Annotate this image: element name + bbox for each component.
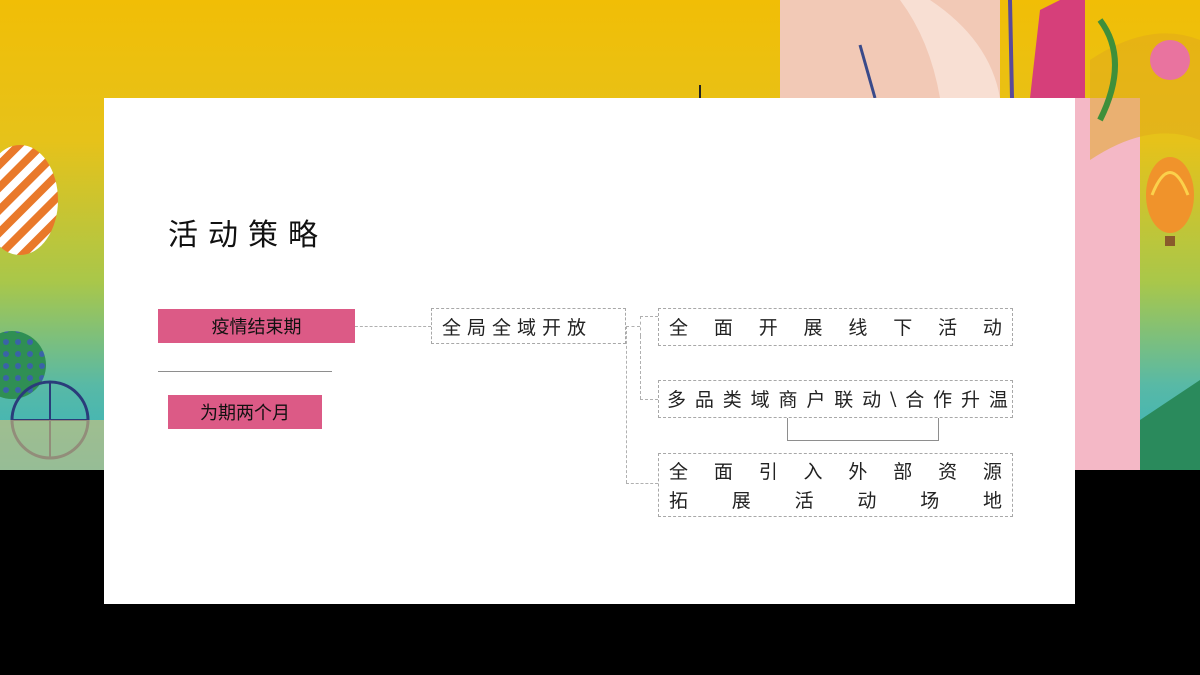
branch-3-char: 展 <box>731 490 751 512</box>
connector-root-out <box>626 326 640 327</box>
branch-node-1: 全 面 开 展 线 下 活 动 <box>658 308 1013 346</box>
branch-1-char: 开 <box>758 317 778 339</box>
branch-2-char: 升 <box>961 389 981 411</box>
branch-2-char: 品 <box>694 389 714 411</box>
branch-1-char: 线 <box>848 317 868 339</box>
branch-3-char: 活 <box>794 490 814 512</box>
root-node-text: 全局全域开放 <box>442 316 593 339</box>
duration-label-text: 为期两个月 <box>200 403 290 424</box>
duration-label: 为期两个月 <box>168 395 322 429</box>
branch-2-char: 动 <box>862 389 882 411</box>
branch-3-char: 入 <box>803 461 823 483</box>
branch-3-char: 外 <box>848 461 868 483</box>
phase-label-text: 疫情结束期 <box>211 317 302 338</box>
branch-1-char: 面 <box>713 317 733 339</box>
branch-2-char: \ <box>890 387 897 410</box>
connector-branch-1 <box>640 316 658 317</box>
branch-3-char: 场 <box>920 490 940 512</box>
connector-trunk-1 <box>640 316 641 336</box>
slide-title: 活动策略 <box>168 218 328 253</box>
branch-2-char: 温 <box>988 389 1008 411</box>
branch-3-char: 部 <box>893 461 913 483</box>
slide-canvas: 活动策略 疫情结束期 为期两个月 全局全域开放 全 面 开 展 线 下 活 动 … <box>104 98 1075 604</box>
branch-2-char: 类 <box>722 389 742 411</box>
branch-3-char: 面 <box>713 461 733 483</box>
divider-line <box>158 371 332 372</box>
root-node: 全局全域开放 <box>431 308 626 344</box>
branch-2-char: 合 <box>905 389 925 411</box>
branch-1-char: 全 <box>669 317 689 339</box>
branch-1-char: 动 <box>982 317 1002 339</box>
branch-node-2: 多 品 类 域 商 户 联 动 \ 合 作 升 温 <box>658 380 1013 418</box>
branch-3-char: 源 <box>982 461 1002 483</box>
phase-label: 疫情结束期 <box>158 309 355 343</box>
branch-2-char: 域 <box>750 389 770 411</box>
branch-2-char: 多 <box>667 389 687 411</box>
branch-3-char: 动 <box>857 490 877 512</box>
branch-2-char: 户 <box>806 389 826 411</box>
branch-1-char: 活 <box>938 317 958 339</box>
branch-1-char: 展 <box>803 317 823 339</box>
branch-3-char: 引 <box>758 461 778 483</box>
branch-1-char: 下 <box>893 317 913 339</box>
connector-phase-to-root <box>355 326 431 327</box>
connector-branch-3 <box>626 483 658 484</box>
connector-branch-2 <box>640 399 658 400</box>
branch-3-char: 资 <box>938 461 958 483</box>
connector-trunk-3 <box>640 336 641 399</box>
branch-node-3: 全 面 引 入 外 部 资 源 拓 展 活 动 场 地 <box>658 453 1013 517</box>
branch-2-char: 作 <box>933 389 953 411</box>
branch-2-char: 联 <box>834 389 854 411</box>
branch-3-char: 全 <box>669 461 689 483</box>
city-illustration <box>0 0 1200 470</box>
connector-trunk-2 <box>626 326 627 483</box>
branch-3-char: 拓 <box>669 490 689 512</box>
branch-2-char: 商 <box>778 389 798 411</box>
branch-3-char: 地 <box>982 490 1002 512</box>
bracket-connector <box>787 418 939 441</box>
